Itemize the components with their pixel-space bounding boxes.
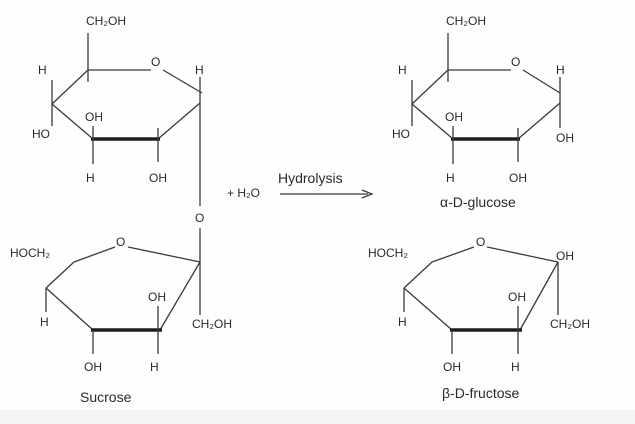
sucrose-glucose-ho-left: HO bbox=[32, 127, 50, 141]
sucrose-glucose-h-top-right: H bbox=[195, 63, 204, 77]
arrow-head bbox=[361, 189, 374, 199]
glucose-ho-left: HO bbox=[392, 127, 410, 141]
sucrose-glucose-oh-inner: OH bbox=[85, 110, 103, 124]
glucose-oh-bottom: OH bbox=[509, 171, 527, 185]
glucose-ring-o: O bbox=[511, 55, 520, 69]
glucose-h-top-left: H bbox=[398, 63, 407, 77]
sucrose-fructose-ch2oh: CH₂OH bbox=[192, 317, 232, 331]
sucrose-fructose-h-bottom: H bbox=[150, 360, 159, 374]
sucrose-fructose-oh-bottom: OH bbox=[84, 360, 102, 374]
glucose-ring: CH₂OH O H H OH HO OH H OH bbox=[392, 14, 574, 185]
sucrose-fructose-ring: HOCH₂ O OH CH₂OH H OH H bbox=[10, 235, 232, 374]
sucrose-glucose-ring: CH₂OH O H H OH HO H OH bbox=[32, 14, 204, 206]
glucose-h-bottom: H bbox=[446, 171, 455, 185]
sucrose-glucose-oh-bottom: OH bbox=[149, 171, 167, 185]
fructose-caption: β-D-fructose bbox=[442, 385, 520, 401]
sucrose-glucose-h-bottom: H bbox=[86, 171, 95, 185]
fructose-oh-top-right: OH bbox=[556, 249, 574, 263]
sucrose-fructose-hoch2: HOCH₂ bbox=[10, 246, 50, 260]
fructose-ch2oh: CH₂OH bbox=[550, 317, 590, 331]
glucose-h-top-right: H bbox=[556, 63, 565, 77]
bottom-strip bbox=[0, 410, 635, 424]
fructose-h-left: H bbox=[398, 315, 407, 329]
fructose-oh-inner: OH bbox=[508, 290, 526, 304]
fructose-ring-o: O bbox=[476, 235, 485, 249]
sucrose-fructose-oh-inner: OH bbox=[148, 290, 166, 304]
sucrose-glucose-h-top-left: H bbox=[38, 63, 47, 77]
glucose-oh-inner: OH bbox=[445, 110, 463, 124]
sucrose-glucose-ring-o: O bbox=[151, 55, 160, 69]
fructose-ring: HOCH₂ O OH OH CH₂OH H OH H bbox=[368, 235, 590, 374]
glucose-caption: α-D-glucose bbox=[440, 194, 516, 210]
glucose-ch2oh: CH₂OH bbox=[446, 14, 486, 28]
fructose-h-bottom: H bbox=[511, 360, 520, 374]
sucrose-glucose-ch2oh: CH₂OH bbox=[86, 14, 126, 28]
sucrose-caption: Sucrose bbox=[80, 389, 132, 405]
glucose-oh-right: OH bbox=[556, 131, 574, 145]
sucrose-fructose-ring-o: O bbox=[116, 235, 125, 249]
glycosidic-oxygen: O bbox=[195, 211, 204, 225]
hydrolysis-label: Hydrolysis bbox=[278, 170, 343, 186]
fructose-hoch2: HOCH₂ bbox=[368, 246, 408, 260]
fructose-oh-bottom: OH bbox=[443, 360, 461, 374]
water-reagent: + H₂O bbox=[227, 186, 260, 200]
sucrose-fructose-h-left: H bbox=[40, 315, 49, 329]
